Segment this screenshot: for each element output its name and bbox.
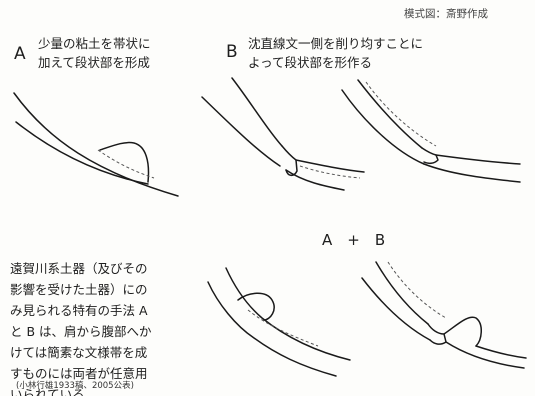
inner-wall-a bbox=[15, 121, 149, 185]
clay-band-ab1 bbox=[237, 292, 275, 321]
lower-wall-ab2 bbox=[475, 345, 527, 359]
clay-band-ab2 bbox=[443, 316, 482, 347]
combined-label: A + B bbox=[322, 231, 386, 249]
outer-wall-ab1 bbox=[225, 267, 351, 361]
outer-wall-b1 bbox=[231, 77, 283, 147]
original-surface-ab1 bbox=[247, 309, 319, 347]
inner-wall-ab2 bbox=[361, 277, 431, 341]
lower-wall-b1 bbox=[295, 159, 365, 173]
original-surface-a bbox=[97, 149, 155, 179]
original-surface-ab2 bbox=[387, 261, 447, 319]
outer-wall-ab2 bbox=[375, 261, 429, 325]
citation: (小林行雄1933稿、2005公表) bbox=[16, 381, 134, 391]
inner-wall-b1 bbox=[201, 96, 281, 167]
profile-ab2 bbox=[361, 261, 527, 369]
figure-credit: 模式図：斎野作成 bbox=[404, 8, 488, 20]
panel-a-label: A bbox=[14, 44, 26, 64]
lower-inner-ab2 bbox=[445, 341, 525, 369]
original-surface-b2 bbox=[365, 81, 437, 147]
explanatory-note: 遠賀川系土器（及びその 影響を受けた土器）にの み見られる特有の手法 A と B… bbox=[10, 261, 152, 396]
groove-step-ab2 bbox=[427, 323, 447, 345]
clay-band-a bbox=[99, 141, 150, 183]
groove-step-b1 bbox=[281, 145, 298, 177]
profile-a bbox=[13, 92, 179, 197]
groove-step-b2 bbox=[421, 147, 439, 165]
profile-b1 bbox=[201, 77, 365, 191]
profile-b2 bbox=[341, 79, 521, 183]
profile-ab1 bbox=[207, 267, 351, 377]
inner-wall-ab1 bbox=[207, 281, 337, 377]
lower-inner-b1 bbox=[285, 169, 345, 191]
lower-wall-b2 bbox=[435, 154, 521, 165]
inner-wall-b2 bbox=[341, 89, 425, 165]
panel-b-label: B bbox=[226, 42, 238, 62]
outer-wall-b2 bbox=[357, 79, 423, 149]
panel-b-caption: 沈直線文一側を削り均すことに よって段状部を形作る bbox=[248, 36, 424, 70]
outer-wall-a bbox=[13, 92, 179, 197]
panel-a-caption: 少量の粘土を帯状に 加えて段状部を形成 bbox=[38, 36, 151, 70]
lower-inner-b2 bbox=[423, 163, 521, 183]
original-surface-b1 bbox=[299, 165, 361, 179]
